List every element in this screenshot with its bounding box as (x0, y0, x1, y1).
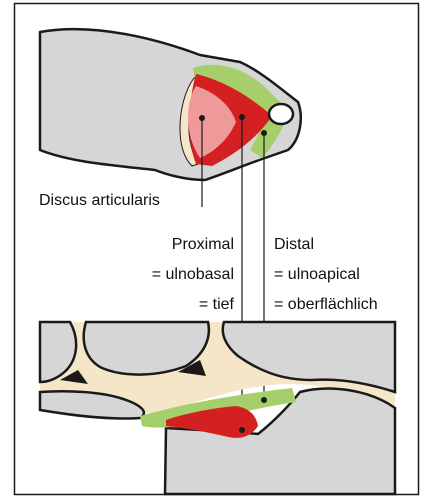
label-ulnobasal: = ulnobasal (152, 266, 234, 283)
top-ulna-illustration (40, 29, 301, 180)
label-tief: = tief (199, 296, 235, 313)
labels: Discus articularis Proximal = ulnobasal … (39, 192, 378, 313)
label-discus-articularis: Discus articularis (39, 192, 160, 209)
label-oberflaechlich: = oberflächlich (274, 296, 378, 313)
ulnar-styloid (269, 104, 293, 124)
proximal-lower-dot (239, 427, 245, 433)
label-ulnoapical: = ulnoapical (274, 266, 360, 283)
distal-lower-dot (261, 397, 267, 403)
bottom-carpal-illustration (40, 322, 395, 494)
label-distal: Distal (274, 236, 314, 253)
label-proximal: Proximal (172, 236, 234, 253)
